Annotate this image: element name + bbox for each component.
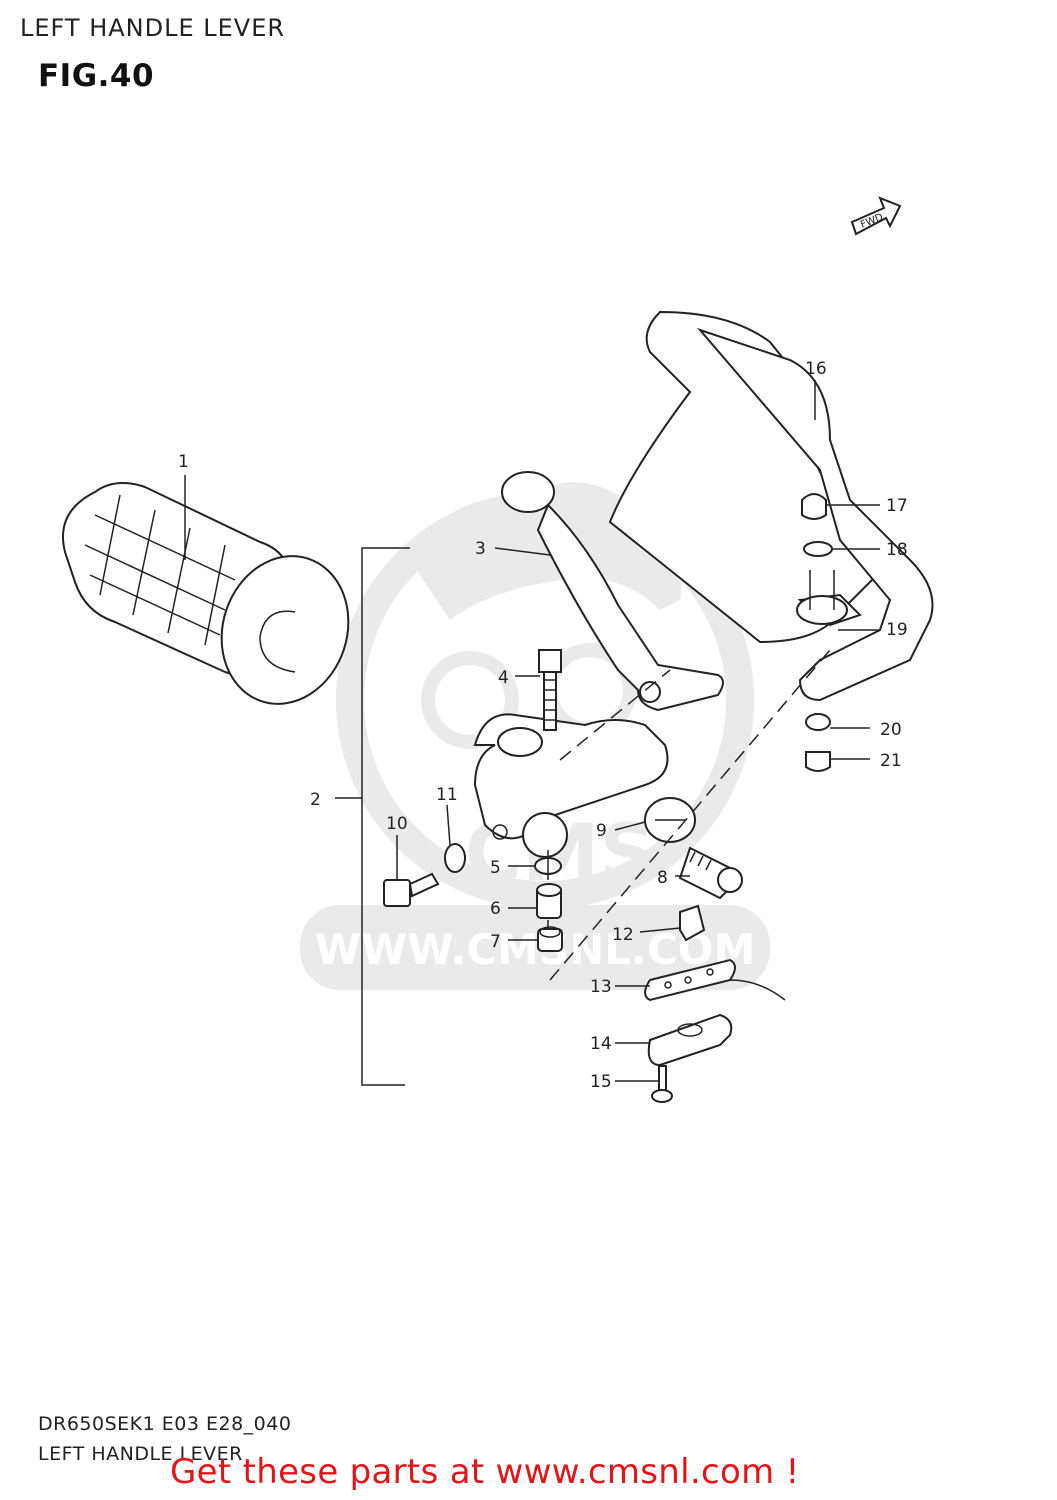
callout-19: 19 [886, 620, 908, 640]
adjuster-knob [644, 797, 696, 843]
pivot-bolt [538, 649, 562, 731]
callout-17: 17 [886, 496, 908, 516]
washer-20 [805, 713, 831, 731]
collar-19 [796, 570, 848, 625]
group-bracket [335, 547, 410, 1086]
washer-11 [444, 843, 466, 873]
callout-5: 5 [490, 858, 501, 878]
callout-9: 9 [596, 821, 607, 841]
grip [62, 482, 350, 705]
callout-4: 4 [498, 668, 509, 688]
mounting-bolt [383, 872, 440, 907]
switch-plate [644, 958, 786, 1002]
callout-13: 13 [590, 977, 612, 997]
callout-20: 20 [880, 720, 902, 740]
callout-10: 10 [386, 814, 408, 834]
nut-7 [537, 926, 563, 952]
nut-21 [805, 751, 831, 772]
cable-adjuster [678, 846, 743, 900]
callout-1: 1 [178, 452, 189, 472]
leader-lines [184, 380, 880, 1082]
plug-12 [679, 904, 706, 942]
callout-8: 8 [657, 868, 668, 888]
diagram-code: DR650SEK1 E03 E28_040 [38, 1413, 292, 1435]
clutch-lever [501, 471, 724, 712]
fwd-label: FWD [859, 212, 885, 231]
callout-3: 3 [475, 539, 486, 559]
diagram-footer-title: LEFT HANDLE LEVER [38, 1443, 243, 1465]
callout-16: 16 [805, 359, 827, 379]
cap-nut-17 [801, 493, 827, 520]
fwd-arrow-icon: FWD [850, 196, 902, 236]
page-title: LEFT HANDLE LEVER [20, 14, 286, 42]
callout-7: 7 [490, 932, 501, 952]
figure-label: FIG.40 [38, 58, 155, 94]
screw-15 [651, 1065, 673, 1103]
callout-6: 6 [490, 899, 501, 919]
callout-15: 15 [590, 1072, 612, 1092]
callout-2: 2 [310, 790, 321, 810]
hand-guard [608, 310, 934, 702]
callout-14: 14 [590, 1034, 612, 1054]
spacer-6 [536, 883, 562, 919]
callout-18: 18 [886, 540, 908, 560]
washer-18 [803, 541, 833, 557]
lever-bracket [473, 713, 669, 858]
shop-link[interactable]: Get these parts at www.cmsnl.com ! [170, 1452, 800, 1492]
switch-clamp [647, 1013, 733, 1067]
callout-12: 12 [612, 925, 634, 945]
callout-21: 21 [880, 751, 902, 771]
callout-11: 11 [436, 785, 458, 805]
